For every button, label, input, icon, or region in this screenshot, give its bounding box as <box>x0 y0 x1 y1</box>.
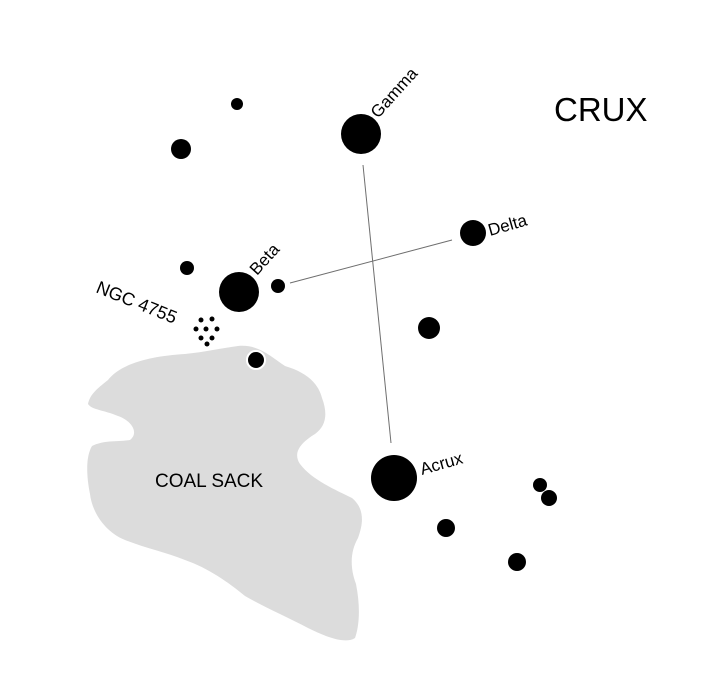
star <box>246 350 266 370</box>
acrux-star <box>371 455 417 501</box>
delta-label: Delta <box>486 210 530 239</box>
delta-star <box>460 220 486 246</box>
beta-label: Beta <box>246 240 284 279</box>
ngc-4755-cluster <box>193 316 220 347</box>
star <box>437 519 455 537</box>
gamma-label: Gamma <box>367 64 422 122</box>
gamma-acrux-line <box>362 164 392 444</box>
ngc-4755-label: NGC 4755 <box>94 277 180 327</box>
beta-delta-line <box>289 239 453 284</box>
star <box>271 279 285 293</box>
star <box>533 478 547 492</box>
acrux-label: Acrux <box>418 448 465 478</box>
chart-title: CRUX <box>554 91 648 128</box>
gamma-star <box>341 114 381 154</box>
star <box>508 553 526 571</box>
star <box>180 261 194 275</box>
star <box>418 317 440 339</box>
coal-sack-label: COAL SACK <box>155 471 263 492</box>
star <box>231 98 243 110</box>
coal-sack-nebula <box>87 345 362 641</box>
star <box>171 139 191 159</box>
beta-star <box>219 272 259 312</box>
star <box>541 490 557 506</box>
